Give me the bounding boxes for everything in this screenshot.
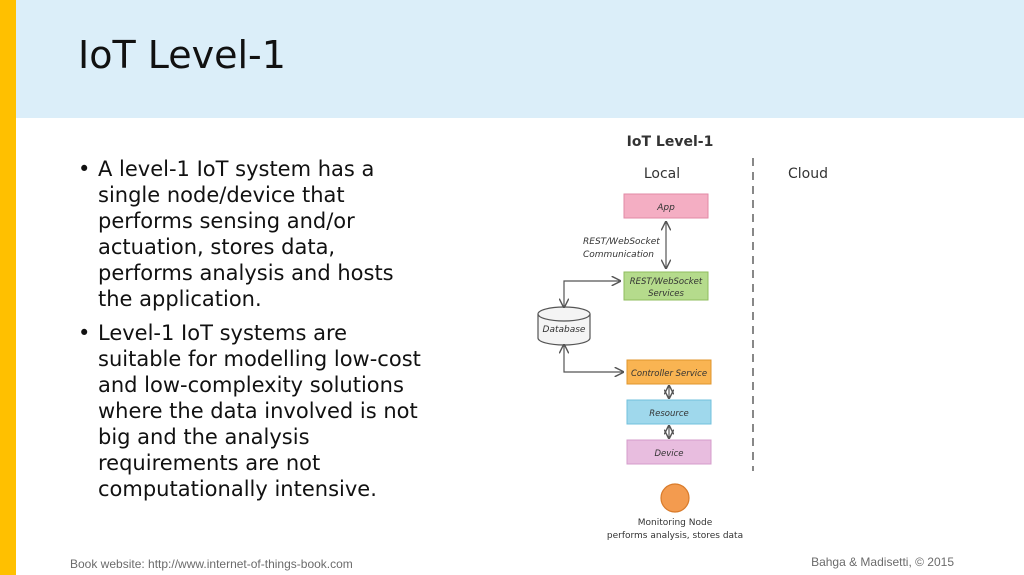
database-label: Database [543,325,586,335]
services-label-2: Services [648,289,684,299]
resource-box [626,399,712,425]
cloud-label: Cloud [788,166,828,182]
database-icon [537,306,591,346]
node-label-1: Monitoring Node [638,518,713,528]
node-label-2: performs analysis, stores data [607,531,743,541]
app-label: App [656,203,675,213]
resource-label: Resource [649,409,689,419]
bullet-list: A level-1 IoT system has a single node/d… [78,156,428,510]
db-controller-arrow [564,345,623,372]
slide-title: IoT Level-1 [78,33,286,77]
services-box [623,271,709,301]
local-label: Local [644,166,680,182]
monitoring-node-icon [660,483,690,513]
bullet-item: A level-1 IoT system has a single node/d… [78,156,428,312]
bullet-item: Level-1 IoT systems are suitable for mod… [78,320,428,502]
device-box [626,439,712,465]
device-label: Device [654,449,683,459]
comm-label-1: REST/WebSocket [583,237,660,247]
controller-label: Controller Service [631,369,707,379]
controller-box [626,359,712,385]
footer-website: Book website: http://www.internet-of-thi… [70,557,353,571]
iot-level1-diagram: IoT Level-1 Local Cloud App REST/WebSock… [537,134,828,541]
comm-label-2: Communication [583,250,654,260]
services-label-1: REST/WebSocket [630,277,703,287]
footer-copyright: Bahga & Madisetti, © 2015 [811,555,954,569]
db-services-arrow [564,281,620,307]
title-band [16,0,1024,118]
diagram-title: IoT Level-1 [627,134,714,150]
app-box [623,193,709,219]
accent-bar [0,0,16,575]
